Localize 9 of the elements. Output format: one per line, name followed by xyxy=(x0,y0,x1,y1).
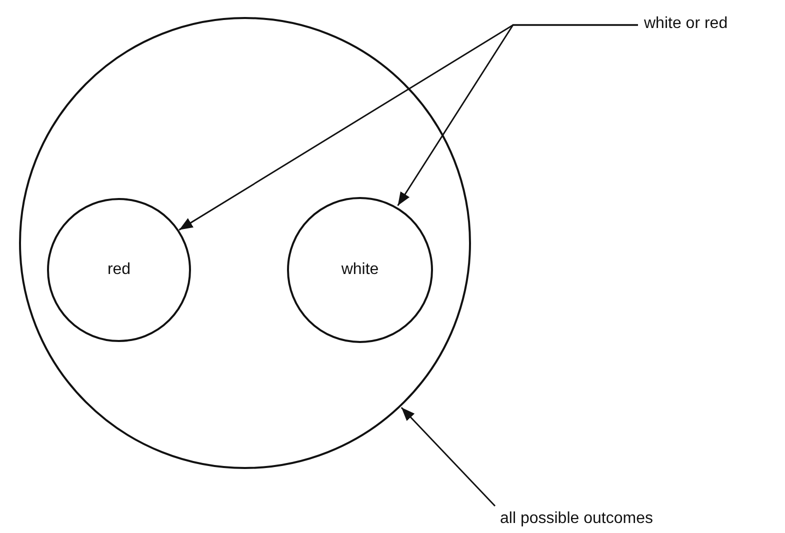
circle xyxy=(287,197,433,343)
callout-text: white or red xyxy=(644,14,728,34)
circle xyxy=(19,17,471,469)
circle-label: white xyxy=(341,261,379,279)
leader-arrow xyxy=(400,407,496,507)
circle-label: red xyxy=(107,261,131,279)
callout-text: all possible outcomes xyxy=(500,509,653,529)
circle xyxy=(47,198,191,342)
leader-arrow xyxy=(397,24,638,206)
